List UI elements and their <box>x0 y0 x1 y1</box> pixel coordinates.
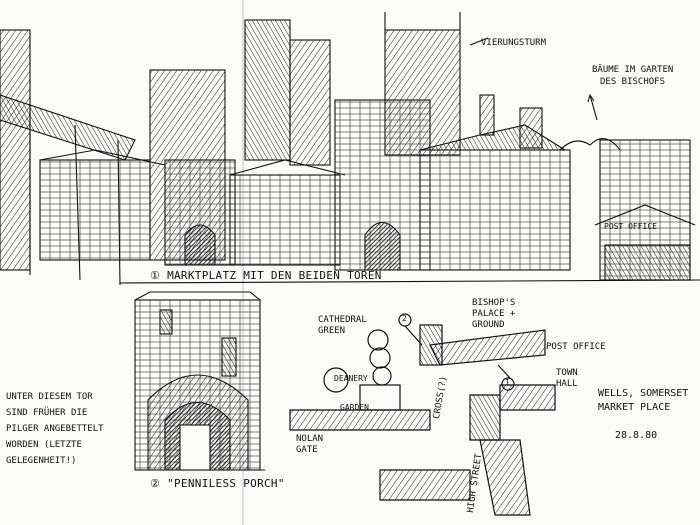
sketch-date: 28.8.80 <box>615 430 658 441</box>
note-line-1: UNTER DIESEM TOR <box>6 392 93 402</box>
map-marker-2: 2 <box>402 314 407 323</box>
post-office-sign: POST OFFICE <box>604 222 657 231</box>
porch-caption: ② "PENNILESS PORCH" <box>150 477 285 490</box>
note-line-4: WORDEN (LETZTE <box>6 440 82 450</box>
trees-label-line1: BÄUME IM GARTEN <box>592 65 674 75</box>
site-map <box>289 313 556 516</box>
map-bishops-2: PALACE + <box>472 309 516 319</box>
place-line-1: WELLS, SOMERSET <box>598 388 689 399</box>
map-marker-1: 1 <box>505 378 510 387</box>
map-cathedral-green-2: GREEN <box>318 326 346 336</box>
note-line-2: SIND FRÜHER DIE <box>6 408 88 418</box>
trees-label-line2: DES BISCHOFS <box>600 77 666 87</box>
map-town-hall-2: HALL <box>556 379 578 389</box>
place-line-2: MARKET PLACE <box>598 402 671 413</box>
penniless-porch-sketch <box>134 291 265 471</box>
map-deanery: DEANERY <box>334 374 368 383</box>
note-line-5: GELEGENHEIT!) <box>6 456 77 466</box>
map-bishops-3: GROUND <box>472 320 505 330</box>
map-garden: GARDEN <box>340 403 369 412</box>
map-bishops-1: BISHOP'S <box>472 298 516 308</box>
map-post-office: POST OFFICE <box>546 342 606 352</box>
map-nolan-gate-1: NOLAN <box>296 434 324 444</box>
top-caption: ① MARKTPLATZ MIT DEN BEIDEN TOREN <box>150 269 382 282</box>
vierungsturm-label: VIERUNGSTURM <box>481 38 547 48</box>
note-line-3: PILGER ANGEBETTELT <box>6 424 104 434</box>
market-place-streetscape <box>0 12 700 286</box>
map-town-hall-1: TOWN <box>556 368 578 378</box>
map-cathedral-green-1: CATHEDRAL <box>318 315 367 325</box>
map-nolan-gate-2: GATE <box>296 445 318 455</box>
